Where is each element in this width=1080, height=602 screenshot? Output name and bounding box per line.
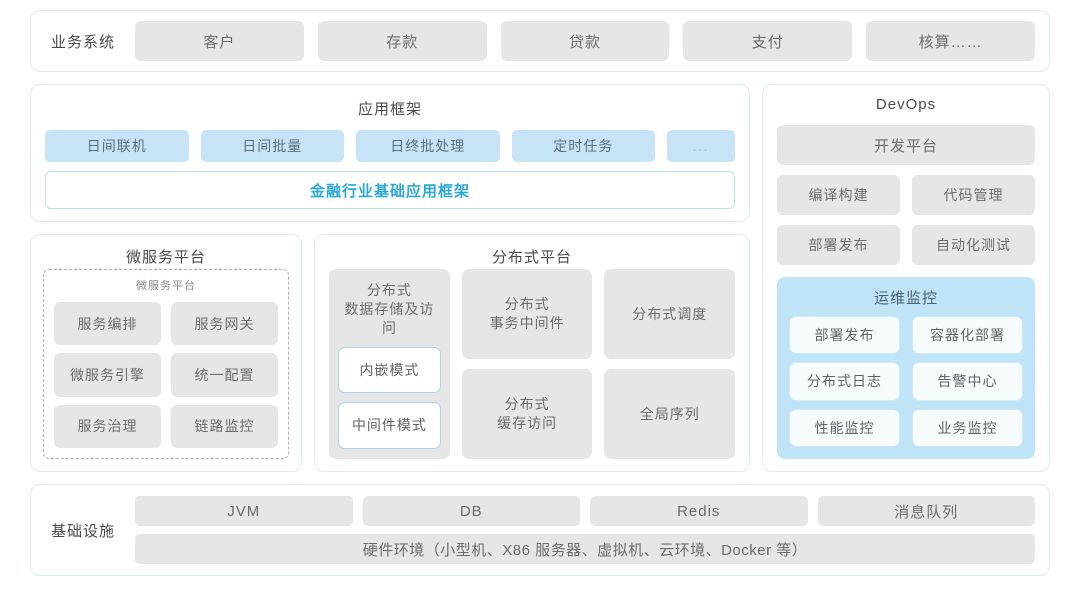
devops-title: DevOps [875,96,937,113]
infrastructure-tag-jvm[interactable]: JVM [135,496,353,526]
middle-section: 应用框架 日间联机 日间批量 日终批处理 定时任务 ... 金融行业基础应用框架… [30,84,1050,472]
business-item-customer[interactable]: 客户 [135,21,304,61]
distributed-cell-transaction-middleware[interactable]: 分布式 事务中间件 [461,269,593,359]
business-systems-label: 业务系统 [50,33,115,51]
ops-cell-performance-monitoring[interactable]: 性能监控 [789,408,900,447]
platforms-row: 微服务平台 微服务平台 服务编排 服务网关 微服务引擎 统一配置 服务治理 链路… [30,234,750,472]
infrastructure-tag-message-queue[interactable]: 消息队列 [817,496,1035,526]
devops-column: DevOps 开发平台 编译构建 代码管理 部署发布 自动化测试 运维监控 部署… [762,84,1050,472]
business-item-deposit[interactable]: 存款 [317,21,487,61]
finance-base-framework-bar[interactable]: 金融行业基础应用框架 [45,171,735,209]
business-systems-list: 客户 存款 贷款 支付 核算…… [135,21,1035,61]
ops-cell-containerized-deploy[interactable]: 容器化部署 [912,316,1023,355]
devops-pair-build: 编译构建 代码管理 [777,175,1035,215]
distributed-cell-data-storage[interactable]: 分布式 数据存储及访问 内嵌模式 中间件模式 [329,269,450,459]
infrastructure-tag-redis[interactable]: Redis [590,496,808,526]
infrastructure-label: 基础设施 [50,522,115,540]
distributed-grid: 分布式 数据存储及访问 内嵌模式 中间件模式 分布式 事务中间件 分布式调度 分… [329,269,735,459]
infrastructure-hardware-environment[interactable]: 硬件环境（小型机、X86 服务器、虚拟机、云环境、Docker 等） [135,534,1035,564]
infrastructure-panel: 基础设施 JVM DB Redis 消息队列 硬件环境（小型机、X86 服务器、… [30,484,1050,576]
infrastructure-body: JVM DB Redis 消息队列 硬件环境（小型机、X86 服务器、虚拟机、云… [135,496,1035,564]
devops-pair-deploy: 部署发布 自动化测试 [777,225,1035,265]
ops-cell-distributed-logging[interactable]: 分布式日志 [789,362,900,401]
devops-cell-deploy-release[interactable]: 部署发布 [777,225,900,265]
infrastructure-tag-db[interactable]: DB [362,496,580,526]
distributed-mode-middleware[interactable]: 中间件模式 [338,402,441,449]
app-framework-tag-row: 日间联机 日间批量 日终批处理 定时任务 ... [45,130,735,162]
ops-cell-business-monitoring[interactable]: 业务监控 [912,408,1023,447]
microservice-platform-title: 微服务平台 [125,249,206,266]
distributed-cell-cache-access[interactable]: 分布式 缓存访问 [461,369,593,459]
microservice-inner-box: 微服务平台 服务编排 服务网关 微服务引擎 统一配置 服务治理 链路监控 [43,269,289,459]
microservice-cell-unified-config[interactable]: 统一配置 [171,353,278,397]
devops-panel: DevOps 开发平台 编译构建 代码管理 部署发布 自动化测试 运维监控 部署… [762,84,1050,472]
app-framework-panel: 应用框架 日间联机 日间批量 日终批处理 定时任务 ... 金融行业基础应用框架 [30,84,750,222]
microservice-inner-label: 微服务平台 [136,280,196,292]
app-framework-tag-daytime-online[interactable]: 日间联机 [45,130,189,162]
ops-cell-alert-center[interactable]: 告警中心 [912,362,1023,401]
distributed-data-storage-title: 分布式 数据存储及访问 [344,282,435,336]
app-framework-tag-daytime-batch[interactable]: 日间批量 [200,130,344,162]
distributed-cell-scheduling[interactable]: 分布式调度 [604,269,735,359]
microservice-cell-engine[interactable]: 微服务引擎 [54,353,161,397]
devops-cell-code-management[interactable]: 代码管理 [912,175,1035,215]
infrastructure-tag-row: JVM DB Redis 消息队列 [135,496,1035,526]
business-item-loan[interactable]: 贷款 [500,21,670,61]
distributed-mode-embedded[interactable]: 内嵌模式 [338,346,441,394]
ops-monitoring-box: 运维监控 部署发布 容器化部署 分布式日志 告警中心 性能监控 业务监控 [777,277,1035,459]
ops-monitoring-grid: 部署发布 容器化部署 分布式日志 告警中心 性能监控 业务监控 [789,316,1023,447]
business-systems-panel: 业务系统 客户 存款 贷款 支付 核算…… [30,10,1050,72]
distributed-platform-panel: 分布式平台 分布式 数据存储及访问 内嵌模式 中间件模式 分布式 事务中间件 分… [314,234,750,472]
app-framework-title: 应用框架 [357,101,422,118]
devops-cell-compile-build[interactable]: 编译构建 [777,175,900,215]
ops-monitoring-title: 运维监控 [873,290,938,307]
distributed-cell-global-sequence[interactable]: 全局序列 [604,369,735,459]
ops-cell-deploy-release[interactable]: 部署发布 [789,316,900,355]
microservice-grid: 服务编排 服务网关 微服务引擎 统一配置 服务治理 链路监控 [54,302,278,448]
microservice-cell-gateway[interactable]: 服务网关 [171,302,278,346]
microservice-platform-panel: 微服务平台 微服务平台 服务编排 服务网关 微服务引擎 统一配置 服务治理 链路… [30,234,302,472]
business-item-payment[interactable]: 支付 [683,21,853,61]
business-item-accounting[interactable]: 核算…… [866,21,1035,61]
middle-left-column: 应用框架 日间联机 日间批量 日终批处理 定时任务 ... 金融行业基础应用框架… [30,84,750,472]
app-framework-tag-more[interactable]: ... [667,130,735,162]
app-framework-tag-scheduled-task[interactable]: 定时任务 [511,130,655,162]
microservice-cell-trace-monitoring[interactable]: 链路监控 [171,404,278,448]
app-framework-tag-eod-batch[interactable]: 日终批处理 [356,130,500,162]
distributed-platform-title: 分布式平台 [491,249,572,266]
devops-dev-platform[interactable]: 开发平台 [777,125,1035,165]
microservice-cell-governance[interactable]: 服务治理 [54,404,161,448]
devops-cell-automated-testing[interactable]: 自动化测试 [912,225,1035,265]
microservice-cell-orchestration[interactable]: 服务编排 [54,302,161,346]
